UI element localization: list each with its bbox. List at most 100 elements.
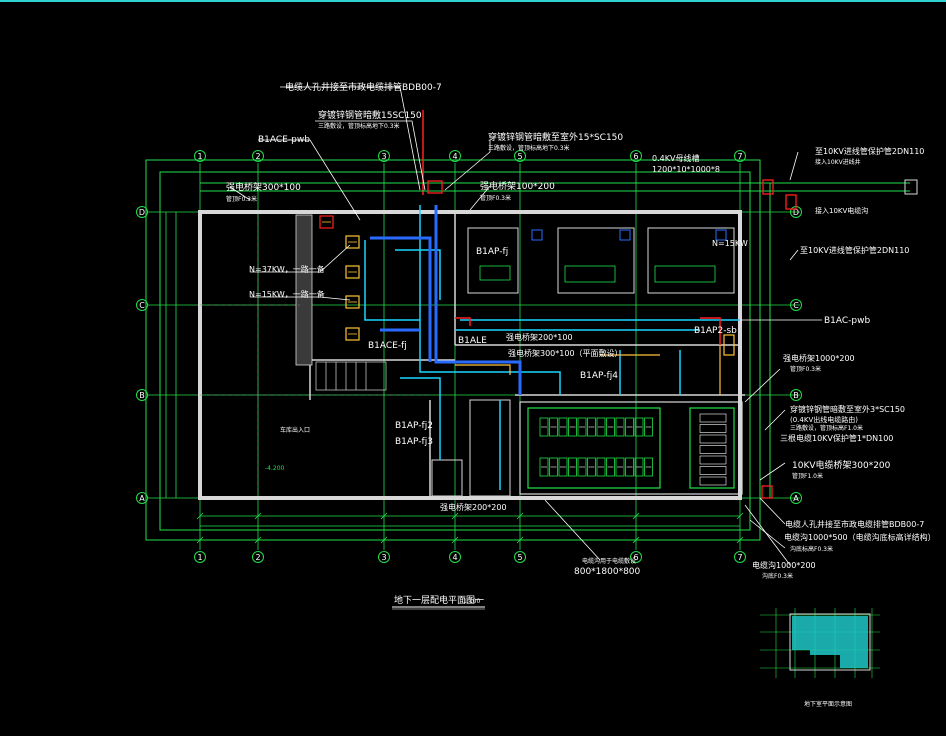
axis-bubble-row-A-right: A: [790, 492, 802, 504]
label-trench-bottom-note: 沟底F0.3米: [762, 572, 793, 580]
svg-text:1: 1: [197, 553, 202, 562]
svg-text:5: 5: [517, 553, 522, 562]
axis-bubble-col-7-top: 7: [734, 150, 746, 162]
stair: [315, 361, 387, 391]
axis-bubble-row-C-right: C: [790, 299, 802, 311]
axis-bubble-col-2-top: 2: [252, 150, 264, 162]
label-sc150-mid-note: 三路敷设，管顶标高地下0.3米: [488, 144, 570, 152]
key-plan-caption: 地下室平面示意图: [804, 700, 852, 708]
axis-bubble-row-A-left: A: [136, 492, 148, 504]
distribution-box: [345, 327, 360, 341]
label-n-left2: N=15KW，一路一备: [249, 289, 325, 299]
hatched-wall-strip: [295, 214, 313, 366]
svg-text:4: 4: [452, 553, 457, 562]
label-tray-mid2: 强电桥架300*100（平面敷设）: [508, 348, 623, 358]
axis-bubble-col-3-top: 3: [378, 150, 390, 162]
label-sc150-right: 穿镀锌钢管暗敷至室外3*SC150: [790, 404, 905, 414]
label-trench-center: 电缆沟用于电缆敷设: [582, 557, 636, 565]
label-dn110-mid: 至10KV进线管保护管2DN110: [800, 245, 909, 255]
svg-text:D: D: [793, 208, 799, 217]
label-tray-left: 强电桥架300*100: [226, 181, 301, 193]
switchgear-room: [519, 401, 743, 495]
label-b1ac-pwb: B1AC-pwb: [824, 316, 871, 326]
dimension-lines: [165, 212, 744, 544]
svg-text:D: D: [139, 208, 145, 217]
label-tray-right1: 强电桥架1000*200: [783, 353, 855, 363]
label-dn110-top: 至10KV进线管保护管2DN110: [815, 146, 924, 156]
building-walls: [198, 210, 742, 500]
label-tray-10kv: 10KV电缆桥架300*200: [792, 459, 891, 471]
axis-bubble-col-6-bottom: 6: [630, 551, 642, 563]
label-room-left: 车库出入口: [280, 426, 310, 434]
building-walls-inner: [309, 212, 745, 498]
svg-text:B: B: [793, 391, 799, 400]
drawing-title-block: 地下一层配电平面图一 1:100: [392, 594, 485, 610]
distribution-box: [345, 235, 360, 249]
svg-text:6: 6: [633, 152, 638, 161]
axis-bubble-col-5-top: 5: [514, 150, 526, 162]
label-tray-right1-note: 管顶F0.3米: [790, 365, 821, 373]
label-sc150-left: 穿镀锌钢管暗敷15SC150: [318, 109, 422, 121]
label-tray-left-note: 管顶F0.3米: [226, 195, 257, 203]
svg-text:A: A: [139, 494, 145, 503]
key-plan: 地下室平面示意图: [760, 608, 880, 708]
drawing-title: 地下一层配电平面图一: [394, 594, 484, 606]
svg-text:1: 1: [197, 152, 202, 161]
drawing-scale: 1:100: [463, 598, 480, 605]
label-b1ap2-sb: B1AP2-sb: [694, 326, 737, 336]
label-b1ace-fj: B1ACE-fj: [368, 341, 407, 351]
small-rooms: [431, 399, 511, 497]
label-b1ap-fj2: B1AP-fj2: [395, 421, 433, 431]
svg-text:A: A: [793, 494, 799, 503]
label-dn110-top-note: 接入10KV进线井: [815, 158, 861, 166]
svg-text:C: C: [793, 301, 799, 310]
axis-bubble-col-1-bottom: 1: [194, 551, 206, 563]
label-cable-10kv-box: 接入10KV电缆沟: [815, 206, 868, 215]
cable-routes-cyan: [364, 205, 740, 490]
svg-text:2: 2: [255, 152, 260, 161]
svg-text:4: 4: [452, 152, 457, 161]
label-tray-mid1: 强电桥架200*100: [506, 332, 573, 342]
axis-bubble-col-1-top: 1: [194, 150, 206, 162]
distribution-box: [345, 265, 360, 279]
axis-bubble-row-B-left: B: [136, 389, 148, 401]
axis-grid-lines: [148, 163, 800, 550]
label-b1ap-fj: B1AP-fj: [476, 247, 508, 257]
leader-lines: [229, 86, 822, 566]
axis-bubble-col-6-top: 6: [630, 150, 642, 162]
axis-bubble-col-5-bottom: 5: [514, 551, 526, 563]
label-trench-center-dim: 800*1800*800: [574, 567, 641, 577]
label-transformer-note: 0.4KV母线槽: [652, 153, 699, 163]
axis-bubble-col-4-bottom: 4: [449, 551, 461, 563]
svg-text:5: 5: [517, 152, 522, 161]
label-elev-left: -4.200: [265, 465, 285, 472]
label-trench-bottom: 电缆沟1000*200: [752, 560, 816, 570]
svg-text:3: 3: [381, 152, 386, 161]
label-cable-right-bottom: 电缆人孔井接至市政电缆排管BDB00-7: [785, 519, 924, 529]
svg-text:3: 3: [381, 553, 386, 562]
transformer-equipment: [479, 265, 716, 283]
label-sc150-right-note: (0.4KV出线电缆路由): [790, 415, 858, 424]
structure-dashed-lines: [200, 215, 430, 495]
svg-text:C: C: [139, 301, 145, 310]
label-b1ale: B1ALE: [458, 336, 487, 346]
label-busway: 1200*10*1000*8: [652, 165, 720, 174]
axis-bubble-col-3-bottom: 3: [378, 551, 390, 563]
label-n-right: N=15KW: [712, 239, 748, 248]
distribution-box: [345, 295, 360, 309]
distribution-boxes-left: [319, 215, 360, 341]
label-tray-10kv-note: 管顶F1.0米: [792, 472, 823, 480]
label-sc150-right-note2: 三路敷设，管顶标高F1.0米: [790, 424, 863, 432]
trench-yellow: [455, 334, 735, 395]
svg-text:7: 7: [737, 553, 742, 562]
label-trench-right: 电缆沟1000*500（电缆沟底标高详结构）: [784, 532, 936, 542]
svg-text:2: 2: [255, 553, 260, 562]
axis-bubble-col-4-top: 4: [449, 150, 461, 162]
svg-text:7: 7: [737, 152, 742, 161]
label-dn100-right: 三根电缆10KV保护管1*DN100: [780, 433, 893, 443]
label-b1ap-fj4: B1AP-fj4: [580, 371, 618, 381]
axis-bubble-row-C-left: C: [136, 299, 148, 311]
label-sc150-mid: 穿镀锌钢管暗敷至室外15*SC150: [488, 131, 623, 143]
